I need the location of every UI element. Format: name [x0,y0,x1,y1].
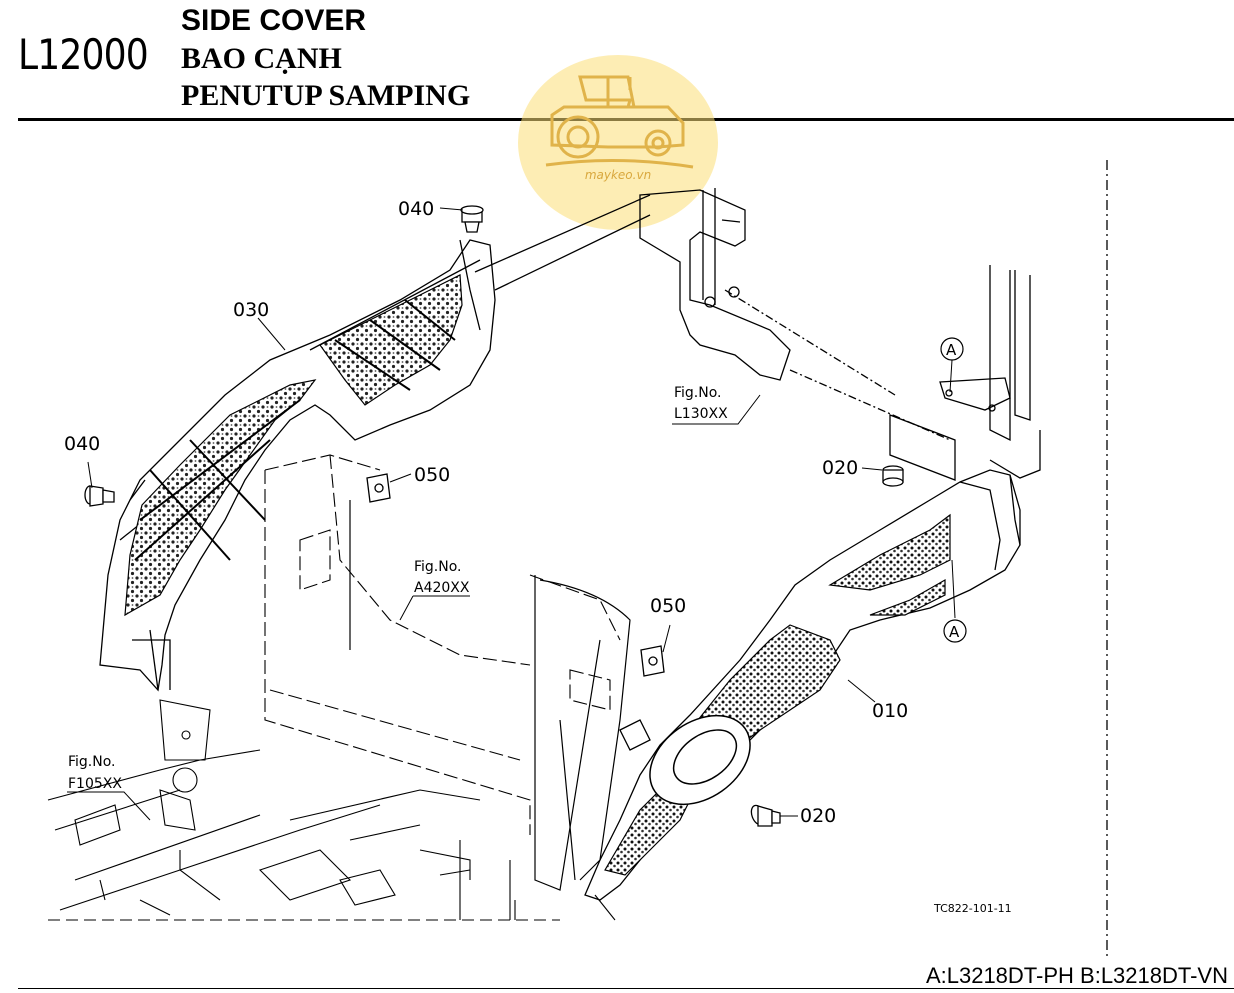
model-applicability: A:L3218DT-PH B:L3218DT-VN [925,963,1228,988]
fig-ref-a420-code: A420XX [414,580,470,596]
title-indonesian: PENUTUP SAMPING [181,79,471,112]
title-vietnamese: BAO CẠNH [181,42,342,75]
callout-040-top: 040 [398,198,434,220]
callout-040-left: 040 [64,433,100,455]
fig-ref-l130-label: Fig.No. [674,385,722,401]
fig-ref-f105-code: F105XX [68,776,122,792]
watermark-text: maykeo.vn [585,168,651,182]
reference-a-lower: A [949,623,960,641]
fig-ref-f105-label: Fig.No. [68,754,116,770]
model-code: L12000 [18,30,149,79]
watermark-logo: maykeo.vn [518,55,718,230]
title-english: SIDE COVER [181,4,367,37]
callout-010: 010 [872,700,908,722]
callout-020-upper: 020 [822,457,858,479]
diagram-code: TC822-101-11 [933,902,1012,915]
callout-030: 030 [233,299,269,321]
callout-050-upper: 050 [414,464,450,486]
tractor-icon: maykeo.vn [545,75,694,182]
fig-ref-l130-code: L130XX [674,406,728,422]
reference-a-upper-circle [940,337,964,361]
footer-rule [18,988,1234,989]
callout-020-lower: 020 [800,805,836,827]
reference-a-lower-circle [943,619,967,643]
callout-050-lower: 050 [650,595,686,617]
reference-a-upper: A [946,341,957,359]
fig-ref-a420-label: Fig.No. [414,559,462,575]
